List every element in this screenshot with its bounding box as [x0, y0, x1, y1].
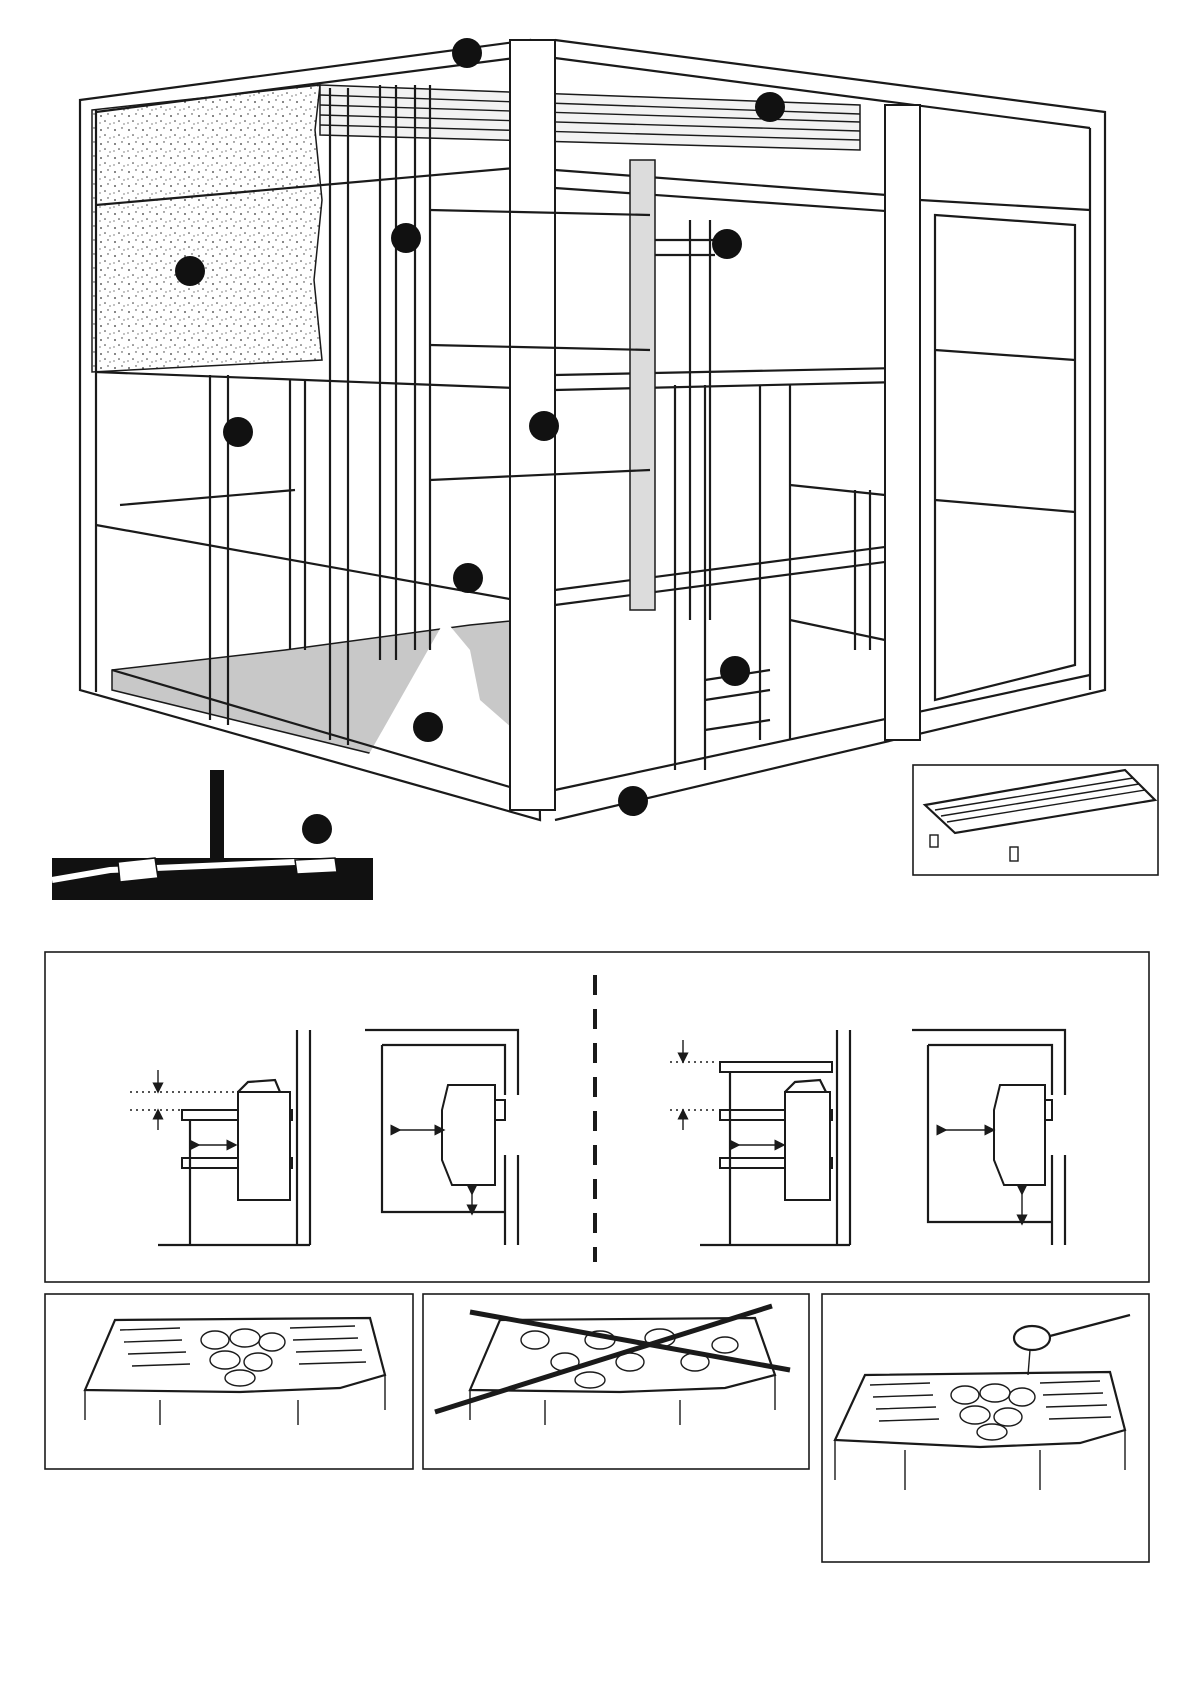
- callout-marker: [618, 786, 648, 816]
- callout-marker: [175, 256, 205, 286]
- heater-clearance-panel: [45, 952, 1149, 1282]
- callout-marker: [391, 223, 421, 253]
- bench-slats-detail: [913, 765, 1158, 875]
- callout-marker: [755, 92, 785, 122]
- callout-marker: [720, 656, 750, 686]
- callout-marker: [302, 814, 332, 844]
- callout-marker: [452, 38, 482, 68]
- stone-loading-correct-left: [45, 1294, 413, 1469]
- callout-marker: [712, 229, 742, 259]
- stone-loading-water-ladle: [822, 1294, 1149, 1562]
- insulation-panel: [92, 85, 322, 372]
- callout-marker: [529, 411, 559, 441]
- stone-loading-wrong: [423, 1294, 809, 1469]
- callout-marker: [223, 417, 253, 447]
- callout-marker: [453, 563, 483, 593]
- callout-marker: [413, 712, 443, 742]
